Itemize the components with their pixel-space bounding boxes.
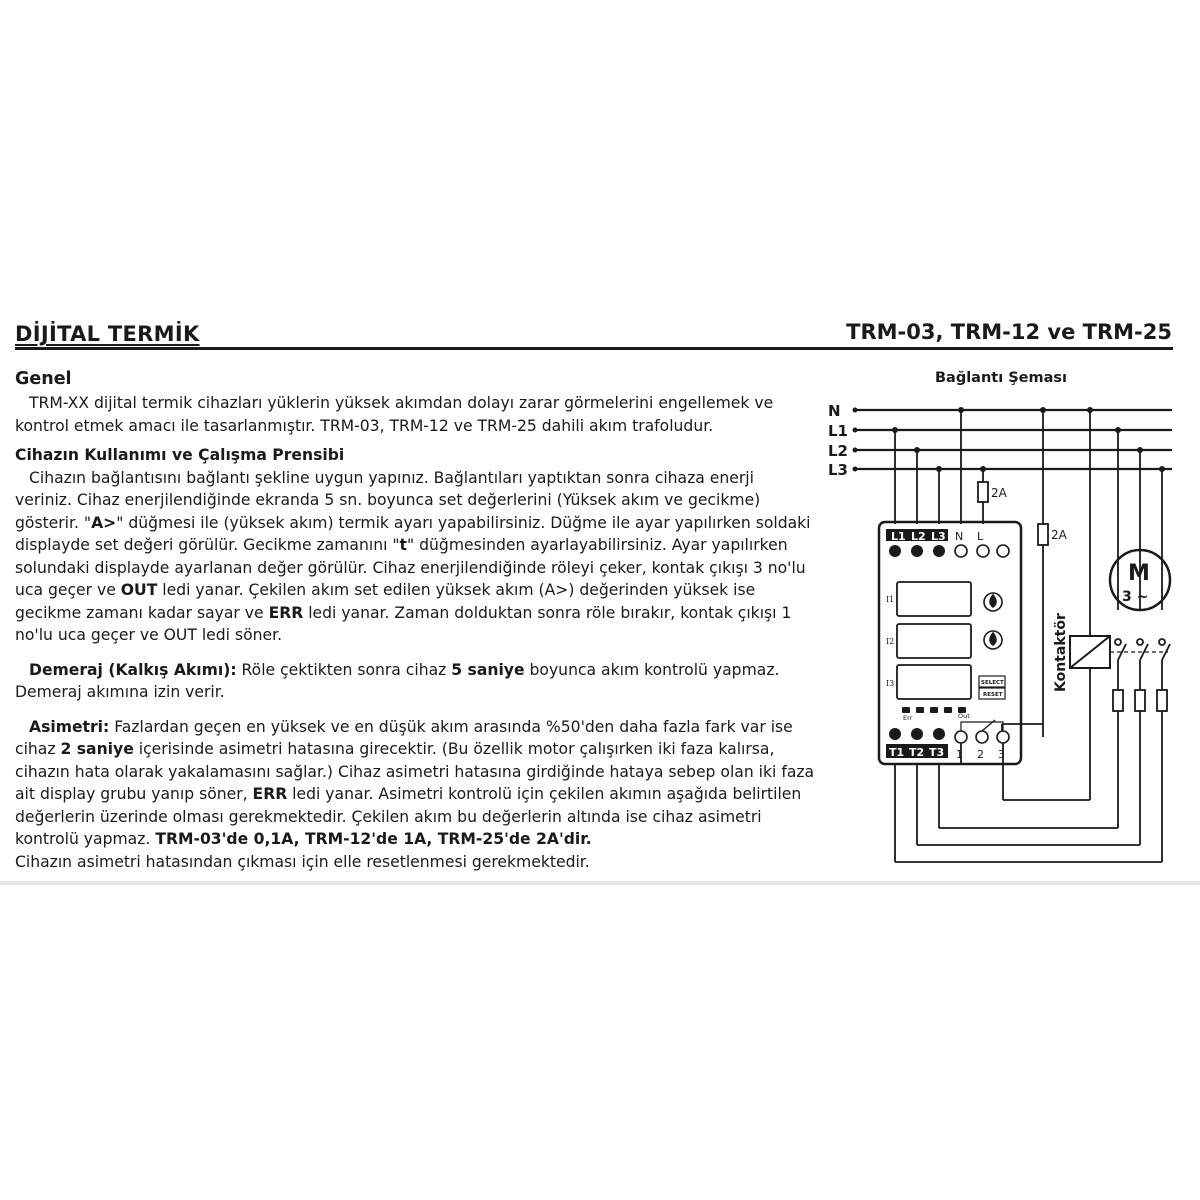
demeraj-paragraph: Demeraj (Kalkış Akımı): Röle çektikten s… — [15, 660, 780, 702]
fuse-2 — [1037, 523, 1049, 546]
fuse-2-label: 2A — [1051, 528, 1068, 542]
svg-text:SELECT: SELECT — [981, 680, 1004, 686]
current-knob-icon — [983, 592, 1003, 612]
display-label-i1: I1 — [886, 595, 894, 604]
page-title: DİJİTAL TERMİK — [15, 322, 200, 346]
select-button — [978, 675, 1006, 688]
genel-paragraph: TRM-XX dijital termik cihazları yüklerin… — [15, 394, 774, 435]
reset-button — [978, 687, 1006, 700]
display-label-i3: I3 — [886, 679, 894, 688]
contactor-label: Kontaktör — [1053, 613, 1069, 692]
terminal-label-t3: T3 — [929, 746, 944, 759]
asimetri-label: Asimetri: — [29, 717, 110, 736]
device-body — [877, 520, 1023, 766]
terminal-label-t1: T1 — [889, 746, 904, 759]
line-label-l2: L2 — [828, 442, 848, 460]
model-title: TRM-03, TRM-12 ve TRM-25 — [846, 320, 1172, 344]
line-label-n: N — [828, 402, 841, 420]
connection-diagram: N L1 L2 L3 2A 2A — [828, 402, 1172, 863]
fuse-1 — [977, 481, 989, 503]
bottom-rule — [0, 881, 1200, 885]
asimetri-paragraph: Asimetri: Fazlardan geçen en yüksek ve e… — [15, 717, 815, 849]
terminal-label-l: L — [977, 530, 984, 543]
terminal-label-1: 1 — [956, 748, 963, 761]
terminal-label-l1: L1 — [891, 530, 906, 543]
line-label-l1: L1 — [828, 422, 848, 440]
section-heading-genel: Genel — [15, 369, 72, 389]
motor-icon — [1108, 548, 1172, 612]
section-heading-kullanim: Cihazın Kullanımı ve Çalışma Prensibi — [15, 446, 345, 464]
terminal-label-t2: T2 — [909, 746, 924, 759]
display-i2 — [896, 623, 972, 659]
motor-label: M — [1128, 561, 1150, 586]
svg-text:RESET: RESET — [983, 692, 1003, 698]
err-led-label: Err — [903, 714, 913, 722]
supply-lines — [855, 408, 1172, 471]
terminal-label-l3: L3 — [931, 530, 946, 543]
kullanim-paragraph: Cihazın bağlantısını bağlantı şekline uy… — [15, 468, 811, 645]
asimetri-last-line: Cihazın asimetri hatasından çıkması için… — [15, 852, 590, 871]
demeraj-label: Demeraj (Kalkış Akımı): — [29, 660, 237, 679]
terminal-label-n: N — [955, 530, 963, 543]
display-label-i2: I2 — [886, 637, 894, 646]
terminal-label-l2: L2 — [911, 530, 926, 543]
terminal-label-3: 3 — [998, 748, 1005, 761]
schema-title: Bağlantı Şeması — [935, 370, 1068, 386]
text-column: Genel TRM-XX dijital termik cihazları yü… — [15, 366, 815, 873]
terminal-label-2: 2 — [977, 748, 984, 761]
title-rule — [15, 347, 1173, 350]
display-i3 — [896, 664, 972, 700]
out-led-label: Out — [958, 712, 970, 720]
motor-phase-label: 3 ~ — [1122, 589, 1148, 605]
display-i1 — [896, 581, 972, 617]
delay-knob-icon — [983, 630, 1003, 650]
line-label-l3: L3 — [828, 461, 848, 479]
fuse-1-label: 2A — [991, 486, 1008, 500]
